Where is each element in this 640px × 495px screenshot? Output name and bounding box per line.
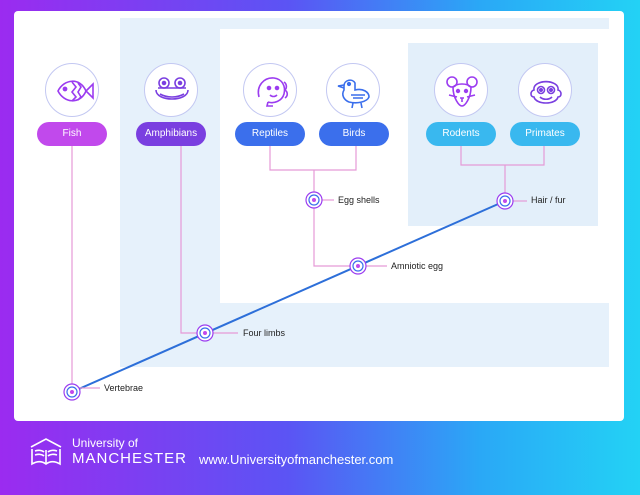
evolution-trunk-line [71,200,506,393]
university-line2: MANCHESTER [72,450,188,467]
rodents-primates-connector [460,146,545,166]
four-limbs-node-icon[interactable] [196,324,214,342]
fish-label[interactable]: Fish [37,122,107,146]
university-line1: University of [72,436,139,450]
hair-fur-label: Hair / fur [531,195,566,205]
amniote-connector [313,200,358,267]
fish-icon [45,63,99,117]
website-link[interactable]: www.Universityofmanchester.com [199,452,394,467]
egg-shells-node-icon[interactable] [305,191,323,209]
vertebrae-label: Vertebrae [104,383,144,393]
frog-icon [144,63,198,117]
amniotic-egg-label: Amniotic egg [391,261,444,271]
bird-icon [326,63,380,117]
hair-fur-node-icon[interactable] [496,192,514,210]
open-book-icon [28,433,64,474]
monkey-icon [518,63,572,117]
egg-shells-label: Egg shells [338,195,380,205]
vertebrae-node-icon[interactable] [63,383,81,401]
primates-label[interactable]: Primates [510,122,580,146]
four-limbs-label: Four limbs [243,328,286,338]
rodents-label[interactable]: Rodents [426,122,496,146]
reptiles-birds-connector [269,146,357,171]
amphibians-label[interactable]: Amphibians [136,122,206,146]
lizard-icon [243,63,297,117]
birds-label[interactable]: Birds [319,122,389,146]
amniotic-egg-node-icon[interactable] [349,257,367,275]
reptiles-label[interactable]: Reptiles [235,122,305,146]
mouse-icon [434,63,488,117]
amphibians-connector [180,146,205,334]
